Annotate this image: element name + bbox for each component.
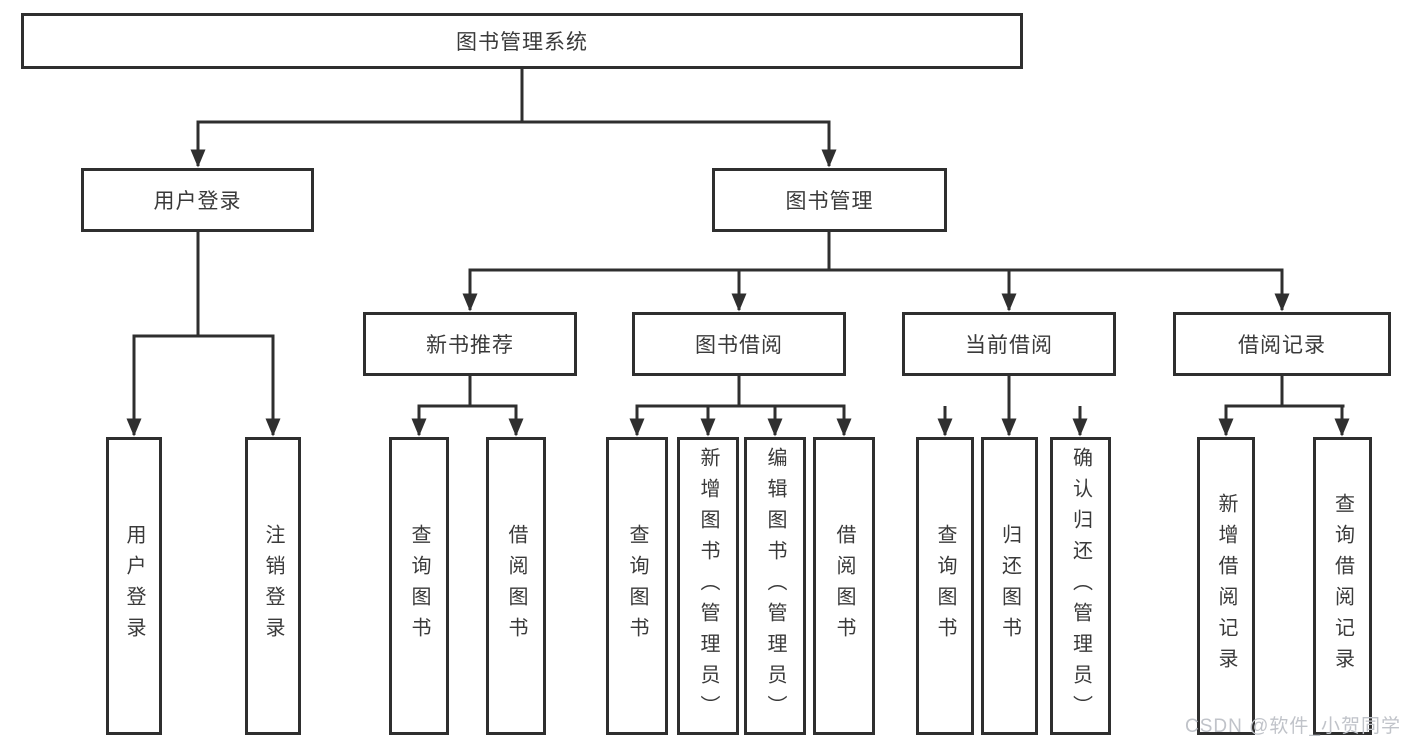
connector-records-rail <box>1224 376 1345 408</box>
connector-newbook-rail <box>417 376 518 408</box>
leaf-label: 查询图书 <box>408 524 430 648</box>
node-borrow-records: 借阅记录 <box>1173 312 1391 376</box>
leaf-query-book-borrow: 查询图书 <box>606 437 668 735</box>
csdn-watermark: CSDN @软件_小贺同学 <box>1185 716 1401 737</box>
leaf-label: 编辑图书（管理员） <box>764 446 786 726</box>
leaf-return-book: 归还图书 <box>981 437 1038 735</box>
leaf-edit-book-admin: 编辑图书（管理员） <box>744 437 806 735</box>
connector-current-rail <box>944 376 1010 406</box>
leaf-label: 查询图书 <box>934 524 956 648</box>
leaf-query-book-current: 查询图书 <box>916 437 974 735</box>
leaf-query-borrow-record: 查询借阅记录 <box>1313 437 1372 735</box>
leaf-label: 归还图书 <box>998 524 1021 648</box>
node-book-borrowing: 图书借阅 <box>632 312 846 376</box>
leaf-label: 注销登录 <box>262 524 284 648</box>
node-new-book-recommend: 新书推荐 <box>363 312 577 376</box>
leaf-user-login: 用户登录 <box>106 437 162 735</box>
leaf-label: 借阅图书 <box>505 524 527 648</box>
leaf-label: 新增图书（管理员） <box>697 446 719 726</box>
leaf-borrow-book: 借阅图书 <box>813 437 875 735</box>
connector-userlogin-rail <box>132 232 275 338</box>
node-user-login: 用户登录 <box>81 168 314 232</box>
node-current-borrowing: 当前借阅 <box>902 312 1116 376</box>
leaf-borrow-book-recommend: 借阅图书 <box>486 437 546 735</box>
connector-borrow-rail <box>635 376 846 408</box>
leaf-label: 借阅图书 <box>833 524 855 648</box>
leaf-label: 用户登录 <box>123 524 145 648</box>
leaf-label: 新增借阅记录 <box>1215 493 1237 679</box>
connector-root-rail <box>196 69 831 124</box>
node-root-library-system: 图书管理系统 <box>21 13 1023 69</box>
leaf-confirm-return-admin: 确认归还（管理员） <box>1050 437 1111 735</box>
connector-bookmgmt-rail <box>468 232 1284 272</box>
leaf-add-book-admin: 新增图书（管理员） <box>677 437 739 735</box>
leaf-label: 查询图书 <box>626 524 648 648</box>
leaf-logout: 注销登录 <box>245 437 301 735</box>
node-book-management: 图书管理 <box>712 168 947 232</box>
leaf-add-borrow-record: 新增借阅记录 <box>1197 437 1255 735</box>
leaf-label: 查询借阅记录 <box>1331 493 1354 679</box>
leaf-query-book-recommend: 查询图书 <box>389 437 449 735</box>
leaf-label: 确认归还（管理员） <box>1069 446 1092 726</box>
